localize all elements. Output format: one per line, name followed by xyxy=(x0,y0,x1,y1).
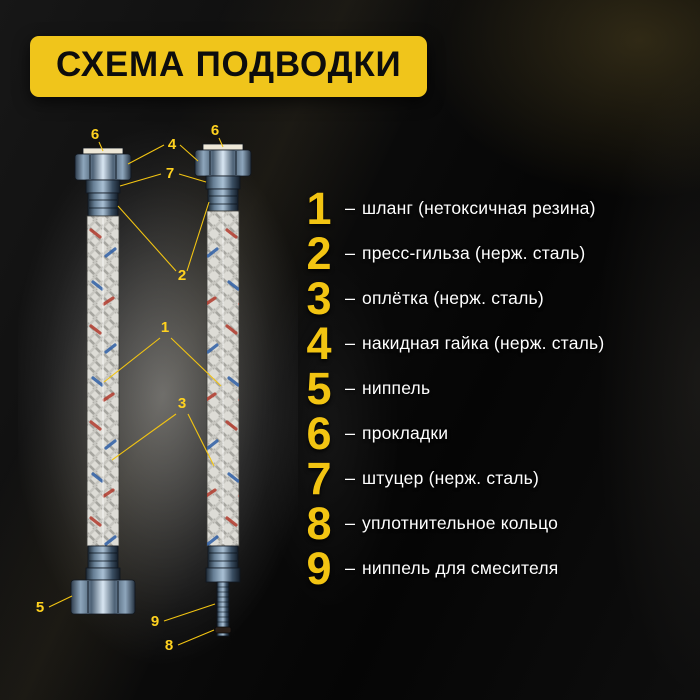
legend-number: 2 xyxy=(306,228,332,279)
left-union-nut xyxy=(74,153,132,181)
legend-number: 5 xyxy=(306,363,332,414)
right-press-sleeve-bottom xyxy=(207,545,239,569)
legend-dash: – xyxy=(345,468,356,488)
legend-number: 9 xyxy=(306,543,332,594)
legend-dash: – xyxy=(345,378,356,398)
right-press-sleeve-top xyxy=(207,188,239,212)
left-hose xyxy=(70,147,136,615)
legend-item-9: 9 – ниппель для смесителя xyxy=(302,546,696,591)
legend-label: ниппель для смесителя xyxy=(362,558,559,578)
callout-7: 7 xyxy=(166,165,174,182)
legend-dash: – xyxy=(345,423,356,443)
legend-number: 8 xyxy=(306,498,332,549)
legend-number: 4 xyxy=(306,318,332,369)
legend-item-8: 8 – уплотнительное кольцо xyxy=(302,501,696,546)
left-bottom-fitting xyxy=(85,567,121,581)
legend: 1 – шланг (нетоксичная резина) 2 – пресс… xyxy=(302,186,696,591)
legend-dash: – xyxy=(345,288,356,308)
backlight-glow xyxy=(18,122,298,666)
legend-number: 7 xyxy=(306,453,332,504)
legend-label: штуцер (нерж. сталь) xyxy=(362,468,540,488)
legend-dash: – xyxy=(345,558,356,578)
legend-label: оплётка (нерж. сталь) xyxy=(362,288,544,308)
legend-item-7: 7 – штуцер (нерж. сталь) xyxy=(302,456,696,501)
title-banner: СХЕМА ПОДВОДКИ xyxy=(30,36,428,97)
callout-8: 8 xyxy=(165,637,173,654)
callout-4: 4 xyxy=(168,136,177,153)
legend-number: 6 xyxy=(306,408,332,459)
callout-2: 2 xyxy=(178,267,186,284)
legend-item-1: 1 – шланг (нетоксичная резина) xyxy=(302,186,696,231)
callout-6-right: 6 xyxy=(211,122,219,139)
callout-3: 3 xyxy=(178,395,186,412)
right-bottom-fitting xyxy=(205,567,241,583)
legend-dash: – xyxy=(345,513,356,533)
callout-9: 9 xyxy=(151,613,159,630)
right-hose xyxy=(194,143,252,637)
callout-1: 1 xyxy=(161,319,169,336)
legend-item-2: 2 – пресс-гильза (нерж. сталь) xyxy=(302,231,696,276)
legend-item-4: 4 – накидная гайка (нерж. сталь) xyxy=(302,321,696,366)
hose-diagram: 6 6 4 7 2 1 3 5 9 8 xyxy=(18,122,298,666)
callout-5: 5 xyxy=(36,599,44,616)
legend-dash: – xyxy=(345,333,356,353)
legend-number: 3 xyxy=(306,273,332,324)
left-bottom-nut xyxy=(70,579,136,615)
legend-number: 1 xyxy=(306,183,332,234)
legend-label: шланг (нетоксичная резина) xyxy=(362,198,596,218)
left-press-sleeve-bottom xyxy=(87,545,119,569)
legend-item-5: 5 – ниппель xyxy=(302,366,696,411)
stud-threads xyxy=(217,586,229,623)
legend-label: накидная гайка (нерж. сталь) xyxy=(362,333,605,353)
sealing-ring xyxy=(214,626,232,634)
callouts: 6 6 4 7 2 1 3 5 9 8 xyxy=(36,122,224,654)
left-fitting xyxy=(85,179,121,194)
callout-6-left: 6 xyxy=(91,126,99,143)
legend-dash: – xyxy=(345,243,356,263)
legend-item-6: 6 – прокладки xyxy=(302,411,696,456)
legend-label: пресс-гильза (нерж. сталь) xyxy=(362,243,586,263)
page-title: СХЕМА ПОДВОДКИ xyxy=(56,45,402,84)
right-union-nut xyxy=(194,149,252,177)
legend-label: ниппель xyxy=(362,378,431,398)
left-press-sleeve-top xyxy=(87,192,119,217)
legend-dash: – xyxy=(345,198,356,218)
legend-label: прокладки xyxy=(362,423,449,443)
legend-item-3: 3 – оплётка (нерж. сталь) xyxy=(302,276,696,321)
legend-label: уплотнительное кольцо xyxy=(362,513,559,533)
right-fitting xyxy=(205,175,241,190)
